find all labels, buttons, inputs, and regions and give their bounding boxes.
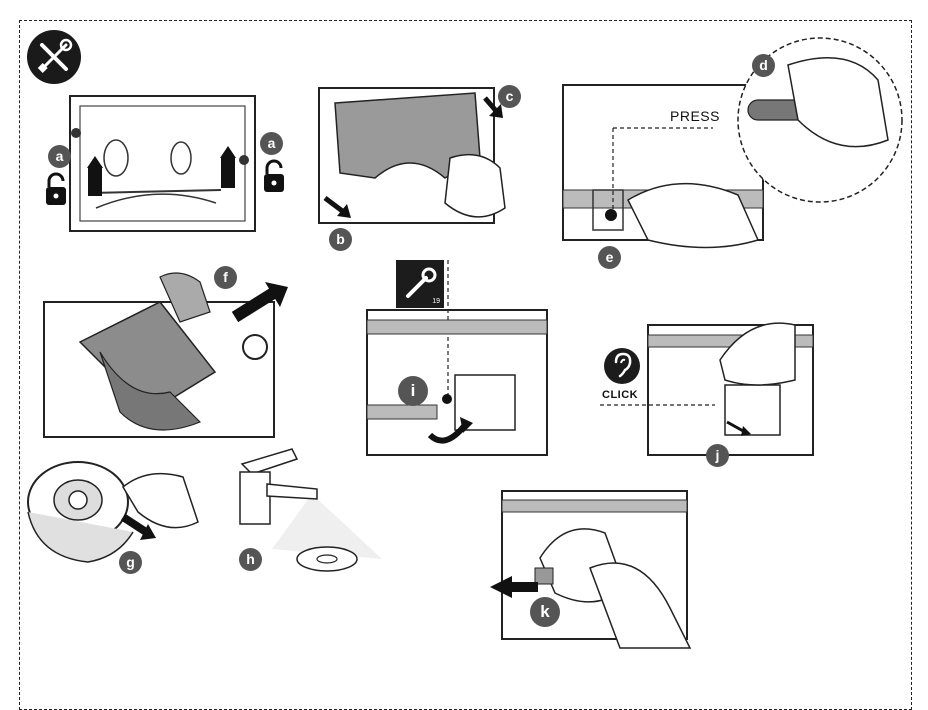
step-f: f: [214, 266, 237, 289]
press-label: PRESS: [670, 108, 720, 124]
step-h: h: [239, 548, 262, 571]
step-g: g: [119, 551, 142, 574]
panel-a-frame: [66, 88, 266, 243]
padlock-open-icon: [262, 159, 286, 199]
click-label: CLICK: [602, 389, 639, 401]
step-c: c: [498, 85, 521, 108]
panel-f-valve-removal: [40, 262, 300, 447]
panel-bc-cover: [315, 78, 515, 243]
wrench-size-label: 19: [432, 298, 440, 305]
panel-k-pull: [490, 488, 700, 653]
step-j: j: [706, 444, 729, 467]
panel-h-faucet: [232, 444, 392, 584]
step-i: i: [398, 376, 428, 406]
step-d: d: [752, 54, 775, 77]
panel-de-press: [558, 37, 903, 285]
ear-icon: [604, 348, 640, 384]
step-e: e: [598, 246, 621, 269]
tools-icon: [27, 30, 81, 84]
padlock-open-icon: [44, 172, 68, 212]
panel-i-unscrew: [365, 260, 555, 465]
step-a-right: a: [260, 132, 283, 155]
panel-j-click: [600, 320, 820, 465]
panel-g-filter: [27, 461, 208, 577]
step-b: b: [329, 228, 352, 251]
step-a-left: a: [48, 145, 71, 168]
step-k: k: [530, 597, 560, 627]
wrench-icon: 19: [396, 260, 444, 308]
